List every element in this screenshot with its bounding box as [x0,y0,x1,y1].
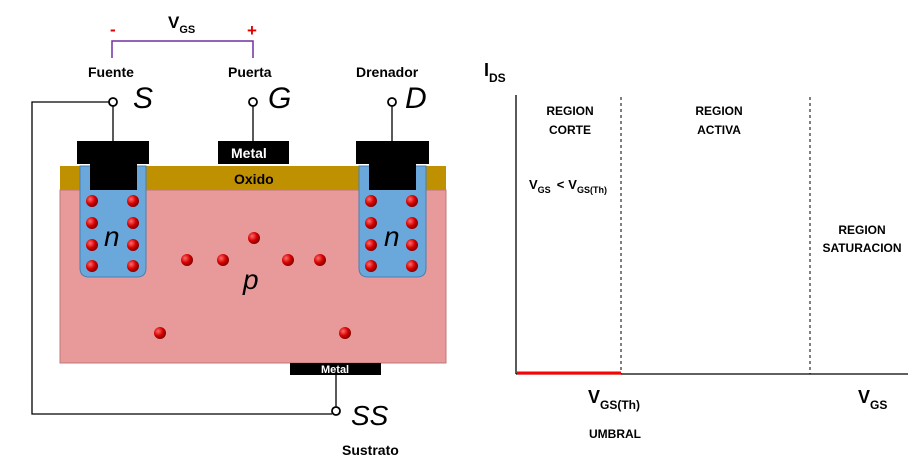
oxide-label: Oxido [234,171,274,187]
gate-name: Puerta [228,64,272,80]
source-name: Fuente [88,64,134,80]
gate-letter: G [268,82,291,115]
vgs-label: VGS [168,13,195,36]
n-drain-electrons [365,195,418,272]
source-letter: S [133,82,153,115]
substrate-terminal [331,406,341,416]
region-cut-line2: CORTE [549,123,591,137]
region-cut-line1: REGION [546,104,593,118]
n-source-electrons [86,195,139,272]
p-substrate-carriers [154,232,351,339]
drain-contact [369,163,416,190]
gate-terminal [248,97,258,107]
bottom-metal-label: Metal [321,364,349,376]
plus-sign: + [247,21,257,40]
region-sat-line1: REGION [838,223,885,237]
substrate-name: Sustrato [342,442,399,458]
gate-metal [218,141,289,164]
vgs-bracket [111,40,254,58]
threshold-name: UMBRAL [589,427,641,441]
substrate-letter: SS [351,400,389,431]
region-active-line2: ACTIVA [697,123,741,137]
source-contact [90,163,137,190]
drain-metal [356,141,429,164]
region-active-line1: REGION [695,104,742,118]
y-axis-label: IDS [484,60,506,85]
source-terminal [108,97,118,107]
region-sat-line2: SATURACION [822,241,901,255]
x-axis-label: VGS [858,387,887,412]
gate-metal-label: Metal [231,145,267,161]
bottom-metal [290,363,381,375]
cutoff-condition: VGS<VGS(Th) [529,177,607,195]
n-label-source: n [104,221,120,252]
drain-terminal [387,97,397,107]
p-label: p [242,264,259,295]
source-substrate-wire [31,101,332,415]
drain-letter: D [405,82,427,115]
minus-sign: - [110,20,116,39]
n-label-drain: n [384,221,400,252]
mosfet-diagram: VGS - + Fuente Puerta Drenador S G D Oxi… [31,13,447,458]
ids-vgs-graph: IDS VGS VGS(Th) UMBRAL REGION CORTE VGS<… [484,60,908,441]
drain-name: Drenador [356,64,419,80]
source-metal [77,141,149,164]
threshold-label: VGS(Th) [588,387,640,412]
